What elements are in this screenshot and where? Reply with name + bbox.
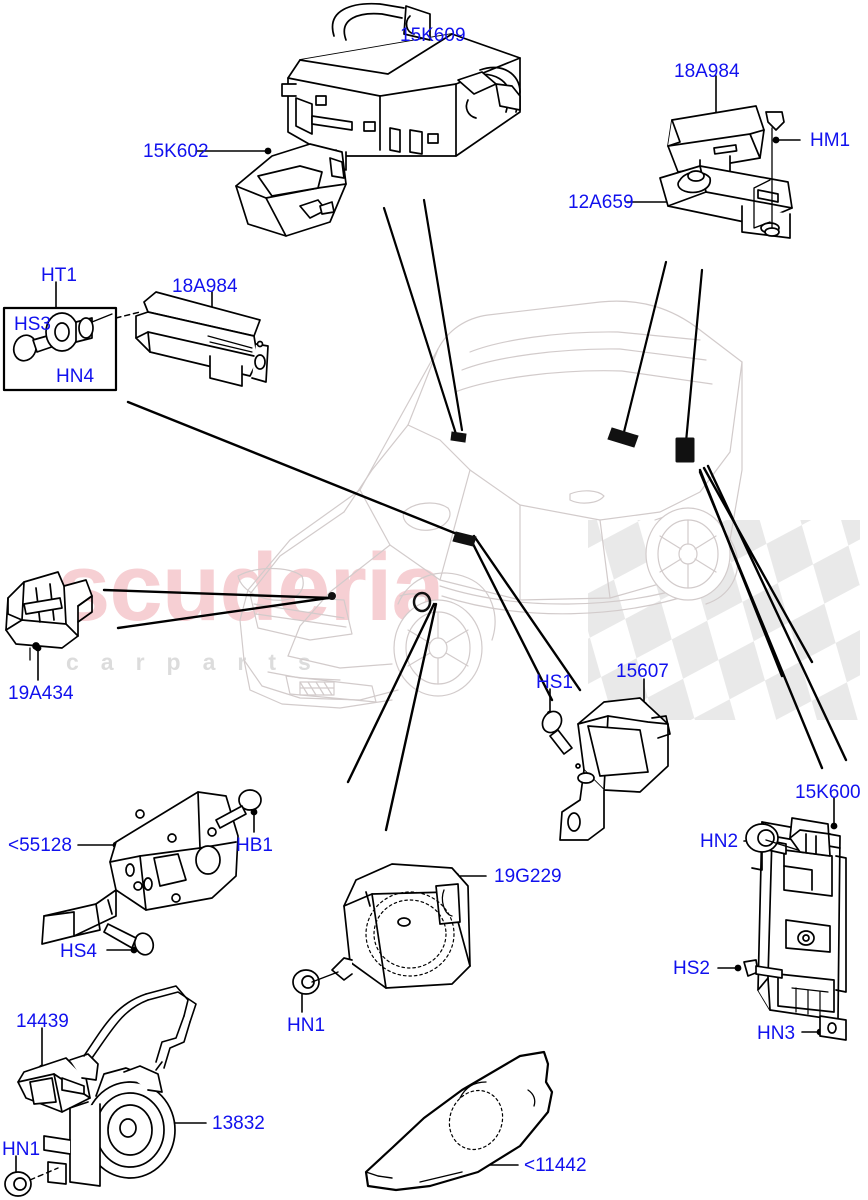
part-label-HS4[interactable]: HS4 <box>60 941 97 962</box>
part-label-HN3[interactable]: HN3 <box>757 1023 796 1044</box>
part-14439 <box>17 985 197 1113</box>
part-hn1-horn-nut <box>4 1167 59 1197</box>
part-label-19A434[interactable]: 19A434 <box>8 683 74 704</box>
part-hn1-siren-nut <box>292 969 339 995</box>
part-label-HT1[interactable]: HT1 <box>41 265 77 286</box>
part-hs4-screw <box>103 923 155 956</box>
part-label-HN2[interactable]: HN2 <box>700 831 739 852</box>
part-label-18A984[interactable]: 18A984 <box>172 276 238 297</box>
part-label-HS2[interactable]: HS2 <box>673 958 710 979</box>
part-label-11442[interactable]: <11442 <box>524 1155 587 1176</box>
part-label-HN1[interactable]: HN1 <box>2 1139 41 1160</box>
part-label-HS1[interactable]: HS1 <box>536 672 573 693</box>
watermark-brand: scuderia <box>57 534 445 641</box>
part-15k602 <box>235 143 347 237</box>
part-ht1-box <box>2 306 141 392</box>
part-hs2-screw <box>743 959 783 979</box>
part-label-12A659[interactable]: 12A659 <box>568 192 634 213</box>
part-label-55128[interactable]: <55128 <box>8 835 72 856</box>
part-18a984-left <box>135 291 269 387</box>
part-hn2-nut <box>745 823 799 853</box>
part-19a434 <box>5 571 93 661</box>
part-label-15K609[interactable]: 15K609 <box>400 25 466 46</box>
part-label-HS3[interactable]: HS3 <box>14 314 51 335</box>
part-18a984-right <box>667 105 765 179</box>
part-label-HM1[interactable]: HM1 <box>810 130 851 151</box>
part-19g229 <box>331 863 471 989</box>
part-hb1-bolt <box>215 789 262 829</box>
part-label-HN1[interactable]: HN1 <box>287 1015 326 1036</box>
part-label-HN4[interactable]: HN4 <box>56 366 95 387</box>
part-label-HB1[interactable]: HB1 <box>236 835 273 856</box>
part-label-19G229[interactable]: 19G229 <box>494 866 562 887</box>
part-15607 <box>559 697 671 841</box>
part-label-13832[interactable]: 13832 <box>212 1113 265 1134</box>
part-11442 <box>364 1050 554 1192</box>
part-55128 <box>41 791 239 945</box>
part-label-15607[interactable]: 15607 <box>616 661 669 682</box>
part-label-14439[interactable]: 14439 <box>16 1011 69 1032</box>
part-label-18A984[interactable]: 18A984 <box>674 61 740 82</box>
part-label-15K600[interactable]: 15K600 <box>795 782 861 803</box>
part-hm1-fastener <box>753 111 785 237</box>
part-13832 <box>43 1061 176 1187</box>
part-label-15K602[interactable]: 15K602 <box>143 141 209 162</box>
part-hn3-nut <box>819 1015 847 1041</box>
part-hs1-screw <box>541 710 573 755</box>
